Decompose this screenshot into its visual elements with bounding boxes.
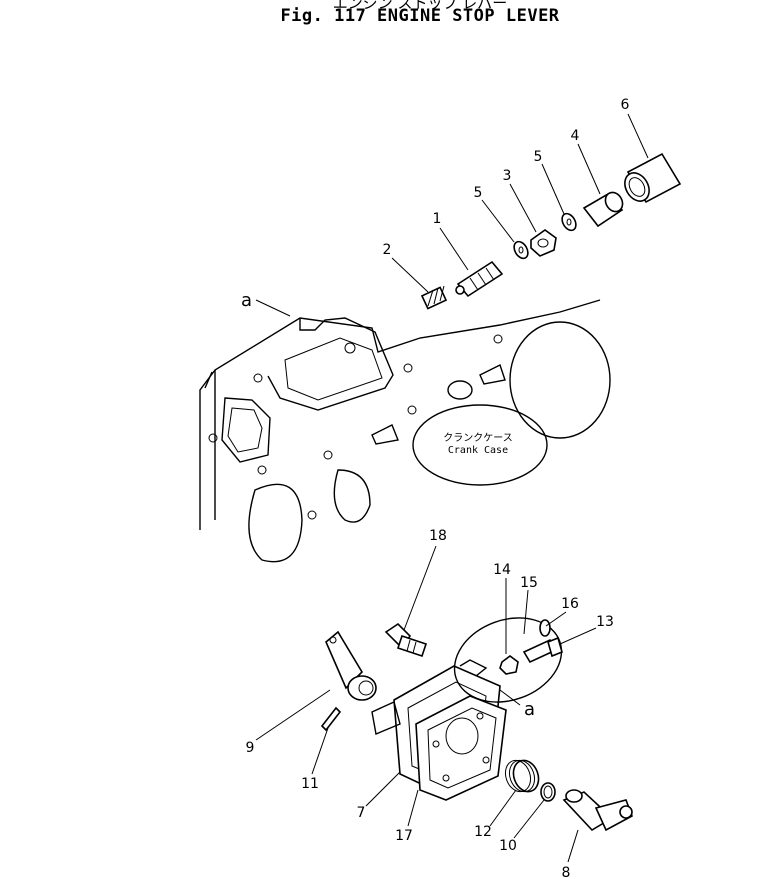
ref-mark-a-bottom: a — [524, 699, 535, 720]
callout-11: 11 — [301, 776, 319, 792]
callout-13: 13 — [596, 614, 614, 630]
crank-case-label: クランクケース Crank Case — [412, 404, 548, 486]
crank-case-label-en: Crank Case — [448, 445, 508, 456]
hardware-group-13-16 — [453, 617, 563, 703]
washer-part-5-right — [561, 212, 577, 232]
sleeve-part-4 — [582, 191, 624, 228]
adjust-screw-part-1 — [455, 260, 504, 298]
bolt-part-18 — [384, 622, 428, 658]
ref-mark-a-top: a — [241, 290, 252, 311]
nut-part-3 — [530, 229, 557, 257]
callout-15: 15 — [520, 575, 538, 591]
callout-7: 7 — [357, 805, 366, 821]
callout-6: 6 — [621, 97, 630, 113]
callout-5-right: 5 — [534, 149, 543, 165]
washer-part-5-left — [513, 240, 529, 260]
lever-part-9 — [325, 630, 377, 701]
spring-part-2 — [420, 285, 448, 310]
cap-part-6 — [624, 152, 682, 204]
leader-lines — [255, 113, 649, 863]
callout-12: 12 — [474, 824, 492, 840]
callout-9: 9 — [246, 740, 255, 756]
callout-numbers: 1 2 3 4 5 5 6 7 8 9 10 11 12 13 14 15 16… — [246, 97, 630, 879]
callout-17: 17 — [395, 828, 413, 844]
crank-case-label-jp: クランクケース — [443, 432, 513, 444]
callout-16: 16 — [561, 596, 579, 612]
engine-housing — [199, 299, 611, 563]
callout-18: 18 — [429, 528, 447, 544]
callout-2: 2 — [383, 242, 392, 258]
ring-part-10 — [540, 782, 556, 802]
callout-1: 1 — [433, 211, 442, 227]
callout-4: 4 — [571, 128, 580, 144]
callout-10: 10 — [499, 838, 517, 854]
gasket-part-17 — [415, 695, 507, 801]
pin-part-11 — [320, 706, 342, 732]
callout-8: 8 — [562, 865, 571, 879]
figure-title-jp: エンジン ストップ レバー — [333, 0, 508, 12]
spring-part-12 — [504, 759, 540, 793]
figure-title: Fig. 117 ENGINE STOP LEVER — [280, 6, 559, 26]
shaft-part-8 — [562, 789, 633, 832]
callout-5-left: 5 — [474, 185, 483, 201]
callout-3: 3 — [503, 168, 512, 184]
callout-14: 14 — [493, 562, 511, 578]
